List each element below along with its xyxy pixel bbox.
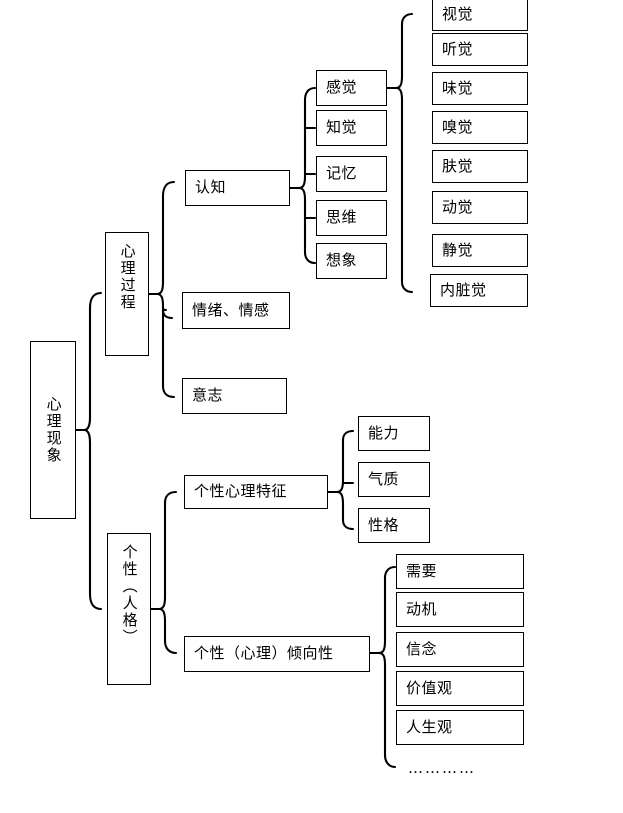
node-personality-traits[interactable]: 个性心理特征 [184,475,328,509]
node-label: 心理现象 [44,396,63,464]
node-ability[interactable]: 能力 [358,416,430,451]
node-label: 知觉 [326,118,358,137]
node-label: 内脏觉 [440,280,487,299]
node-label: 心理过程 [118,243,137,311]
node-label: 听觉 [442,39,474,58]
node-label: 个性心理特征 [194,482,288,501]
node-label: 视觉 [442,4,474,23]
node-sensation[interactable]: 感觉 [316,70,387,106]
node-values[interactable]: 价值观 [396,671,524,706]
node-label: 思维 [326,208,358,227]
node-ellipsis: ………… [408,758,498,778]
node-visceral-sense[interactable]: 内脏觉 [430,274,528,307]
node-emotion-feeling[interactable]: 情绪、情感 [182,292,290,329]
node-label: 价值观 [406,678,453,697]
node-cognition[interactable]: 认知 [185,170,290,206]
node-label: 意志 [192,386,224,405]
node-personality[interactable]: 个性（人格） [107,533,151,685]
node-label: 静觉 [442,240,474,259]
node-smell[interactable]: 嗅觉 [432,111,528,144]
connector-traits [326,429,355,531]
node-belief[interactable]: 信念 [396,632,524,667]
node-life-outlook[interactable]: 人生观 [396,710,524,745]
node-vision[interactable]: 视觉 [432,0,528,31]
node-label: 动觉 [442,197,474,216]
node-kinesthesis[interactable]: 动觉 [432,191,528,224]
node-label: 想象 [326,251,358,270]
node-taste[interactable]: 味觉 [432,72,528,105]
ellipsis-label: ………… [408,759,476,777]
node-skin-sense[interactable]: 肤觉 [432,150,528,183]
node-mental-process[interactable]: 心理过程 [105,232,149,356]
node-thinking[interactable]: 思维 [316,200,387,236]
node-label: 能力 [368,423,400,442]
node-label: 需要 [406,561,438,580]
connector-sensation [385,12,414,294]
node-label: 人生观 [406,717,453,736]
connector-personality [149,490,178,655]
node-label: 感觉 [326,78,358,97]
node-temperament[interactable]: 气质 [358,462,430,497]
node-static-sense[interactable]: 静觉 [432,234,528,267]
connector-root [74,291,103,611]
node-label: 气质 [368,469,400,488]
node-label: 情绪、情感 [192,300,270,319]
connector-cognition [288,86,317,265]
connector-tendency [368,565,397,769]
node-label: 动机 [406,599,438,618]
node-hearing[interactable]: 听觉 [432,33,528,66]
node-label: 肤觉 [442,156,474,175]
node-memory[interactable]: 记忆 [316,156,387,192]
connector-process [147,180,176,399]
node-label: 信念 [406,639,438,658]
node-imagination[interactable]: 想象 [316,243,387,279]
node-label: 个性（心理）倾向性 [194,644,334,663]
node-character[interactable]: 性格 [358,508,430,543]
node-will[interactable]: 意志 [182,378,287,414]
node-label: 个性（人格） [120,544,139,646]
node-label: 性格 [368,515,400,534]
node-label: 认知 [195,178,227,197]
node-root-psychological-phenomena[interactable]: 心理现象 [30,341,76,519]
node-motive[interactable]: 动机 [396,592,524,627]
node-label: 记忆 [326,164,358,183]
node-perception[interactable]: 知觉 [316,110,387,146]
node-personality-tendency[interactable]: 个性（心理）倾向性 [184,636,370,672]
node-label: 味觉 [442,78,474,97]
node-label: 嗅觉 [442,117,474,136]
node-need[interactable]: 需要 [396,554,524,589]
